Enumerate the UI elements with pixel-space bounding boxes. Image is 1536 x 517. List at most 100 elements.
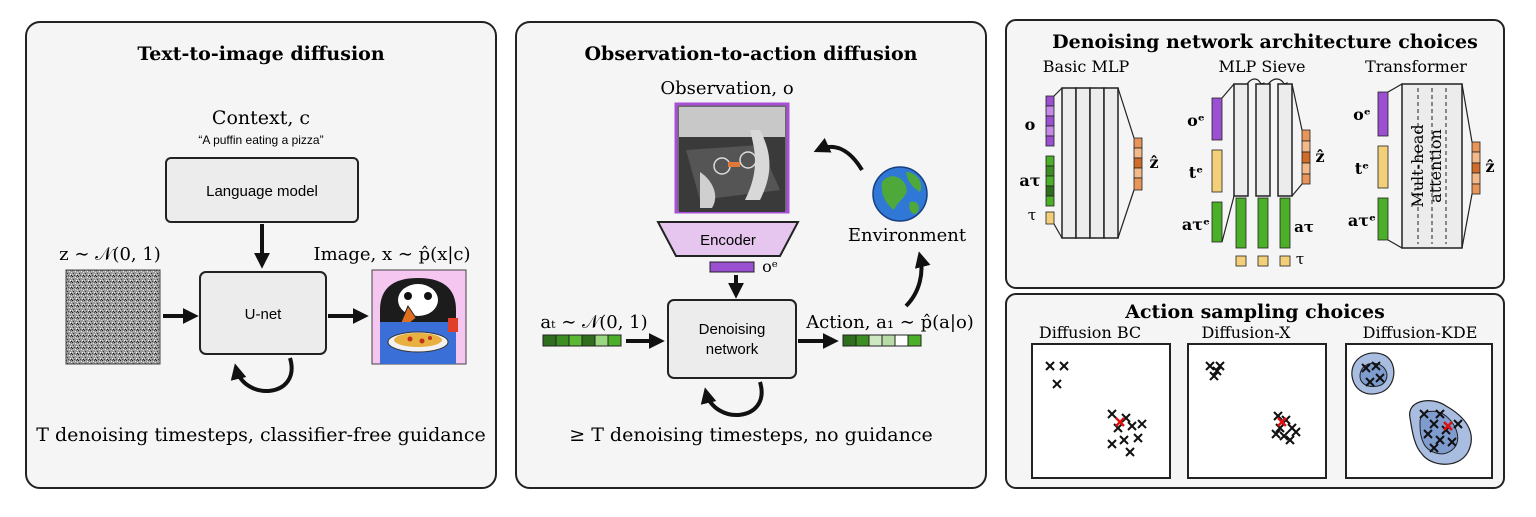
unet-label: U-net xyxy=(245,306,283,323)
sample-marker xyxy=(1121,413,1131,423)
observation-label: Observation, o xyxy=(660,78,793,99)
sample-marker xyxy=(1212,366,1222,376)
unet-loop-arrow xyxy=(230,357,294,393)
sample-marker xyxy=(1052,379,1062,389)
input-bar-a xyxy=(1211,201,1223,243)
embedding-bar xyxy=(709,261,755,273)
sieve-layer-1 xyxy=(1233,83,1249,197)
sample-marker xyxy=(1273,411,1283,421)
noise-label: aₜ ∼ 𝒩(0, 1) xyxy=(540,312,647,333)
sample-marker xyxy=(1375,373,1385,383)
output-bar-z xyxy=(1133,137,1143,191)
sample-marker xyxy=(1419,409,1429,419)
label-o: oᵉ xyxy=(1353,105,1371,124)
observation-image xyxy=(674,102,790,214)
encoder-label: Encoder xyxy=(700,232,756,249)
kde-contours xyxy=(1351,352,1472,465)
arch-basic-mlp: Basic MLP o aτ τ xyxy=(1019,57,1159,239)
output-bar-z xyxy=(1301,129,1311,185)
sample-marker xyxy=(1045,361,1055,371)
transformer-title: Transformer xyxy=(1365,57,1467,76)
label-tau: τ xyxy=(1028,206,1036,224)
input-bar-o xyxy=(1377,91,1389,137)
input-bar-o xyxy=(1045,95,1055,147)
sample-marker xyxy=(1119,435,1129,445)
sieve-layer-3 xyxy=(1277,83,1293,197)
layer-3 xyxy=(1089,87,1105,239)
panel-observation-to-action: Observation-to-action diffusion Observat… xyxy=(515,21,987,489)
sample-marker xyxy=(1423,429,1433,439)
denoising-label-1: Denoising xyxy=(699,321,766,338)
plot-title-kde: Diffusion-KDE xyxy=(1363,323,1478,342)
plot-diffusion-x xyxy=(1187,343,1327,479)
selected-sample-marker xyxy=(1115,417,1125,427)
input-bar-o xyxy=(1211,97,1223,141)
sample-marker xyxy=(1107,439,1117,449)
encoder-box xyxy=(656,221,800,257)
plot-diffusion-bc xyxy=(1031,343,1171,479)
sample-marker xyxy=(1435,409,1445,419)
globe-icon xyxy=(872,166,928,222)
label-a: aτᵉ xyxy=(1182,215,1210,234)
attention-label-2: attention xyxy=(1426,129,1445,203)
selected-sample-marker xyxy=(1443,421,1453,431)
sample-marker xyxy=(1291,427,1301,437)
sample-marker xyxy=(1447,437,1457,447)
language-model-label: Language model xyxy=(206,183,318,200)
selected-sample-marker xyxy=(1277,417,1287,427)
panel-title: Denoising network architecture choices xyxy=(1052,31,1478,53)
sample-marker xyxy=(1435,435,1445,445)
label-z: ẑ xyxy=(1149,153,1158,172)
env-to-obs-arrow xyxy=(813,137,864,172)
label-z: ẑ xyxy=(1315,147,1324,166)
sieve-action-columns xyxy=(1235,197,1291,267)
output-bar-z xyxy=(1471,141,1481,195)
environment-label: Environment xyxy=(848,225,967,246)
sieve-layer-2 xyxy=(1255,83,1271,197)
panel-text-to-image: Text-to-image diffusion Context, c “A pu… xyxy=(25,21,497,489)
label-a: aτᵉ xyxy=(1348,211,1376,230)
sample-marker xyxy=(1107,409,1117,419)
sample-marker xyxy=(1361,363,1371,373)
embedding-label: oᵉ xyxy=(762,257,778,276)
action-to-env-arrow xyxy=(904,251,931,308)
sample-marker xyxy=(1125,447,1135,457)
panel-title: Observation-to-action diffusion xyxy=(585,43,918,65)
sample-marker xyxy=(1137,419,1147,429)
sample-marker xyxy=(1365,377,1375,387)
noise-label: z ∼ 𝒩(0, 1) xyxy=(59,244,161,265)
label-a-right: aτ xyxy=(1294,218,1314,236)
arch-transformer: Transformer oᵉ tᵉ aτᵉ Mult-head attentio… xyxy=(1348,57,1495,249)
prompt-text: “A puffin eating a pizza” xyxy=(198,133,323,147)
label-z: ẑ xyxy=(1485,157,1494,176)
denoise-loop-arrow xyxy=(700,381,764,417)
label-o: o xyxy=(1025,115,1036,134)
sample-marker xyxy=(1271,429,1281,439)
basic-mlp-title: Basic MLP xyxy=(1043,57,1130,76)
panel-title: Action sampling choices xyxy=(1124,301,1385,323)
label-t: tᵉ xyxy=(1355,159,1370,178)
panel-architecture-choices: Denoising network architecture choices B… xyxy=(1005,19,1505,289)
footer-text: T denoising timesteps, classifier-free g… xyxy=(36,424,486,446)
sample-marker xyxy=(1127,421,1137,431)
footer-text: ≥ T denoising timesteps, no guidance xyxy=(569,424,933,446)
noise-image xyxy=(65,269,161,365)
layer-4 xyxy=(1103,87,1119,239)
language-model-box xyxy=(165,157,359,223)
input-bar-t xyxy=(1211,149,1223,193)
sample-marker xyxy=(1059,361,1069,371)
sample-marker xyxy=(1279,431,1289,441)
label-o: oᵉ xyxy=(1187,111,1205,130)
sample-marker xyxy=(1205,361,1215,371)
label-a: aτ xyxy=(1019,171,1040,190)
sample-markers xyxy=(1045,361,1463,457)
puffin-image xyxy=(371,269,467,365)
sample-marker xyxy=(1429,443,1439,453)
attention-label-1: Mult-head xyxy=(1408,124,1427,207)
denoising-network-box xyxy=(667,299,797,379)
sample-marker xyxy=(1371,361,1381,371)
sample-marker xyxy=(1429,419,1439,429)
layer-2 xyxy=(1075,87,1091,239)
input-bar-t xyxy=(1377,145,1389,189)
sample-marker xyxy=(1453,419,1463,429)
